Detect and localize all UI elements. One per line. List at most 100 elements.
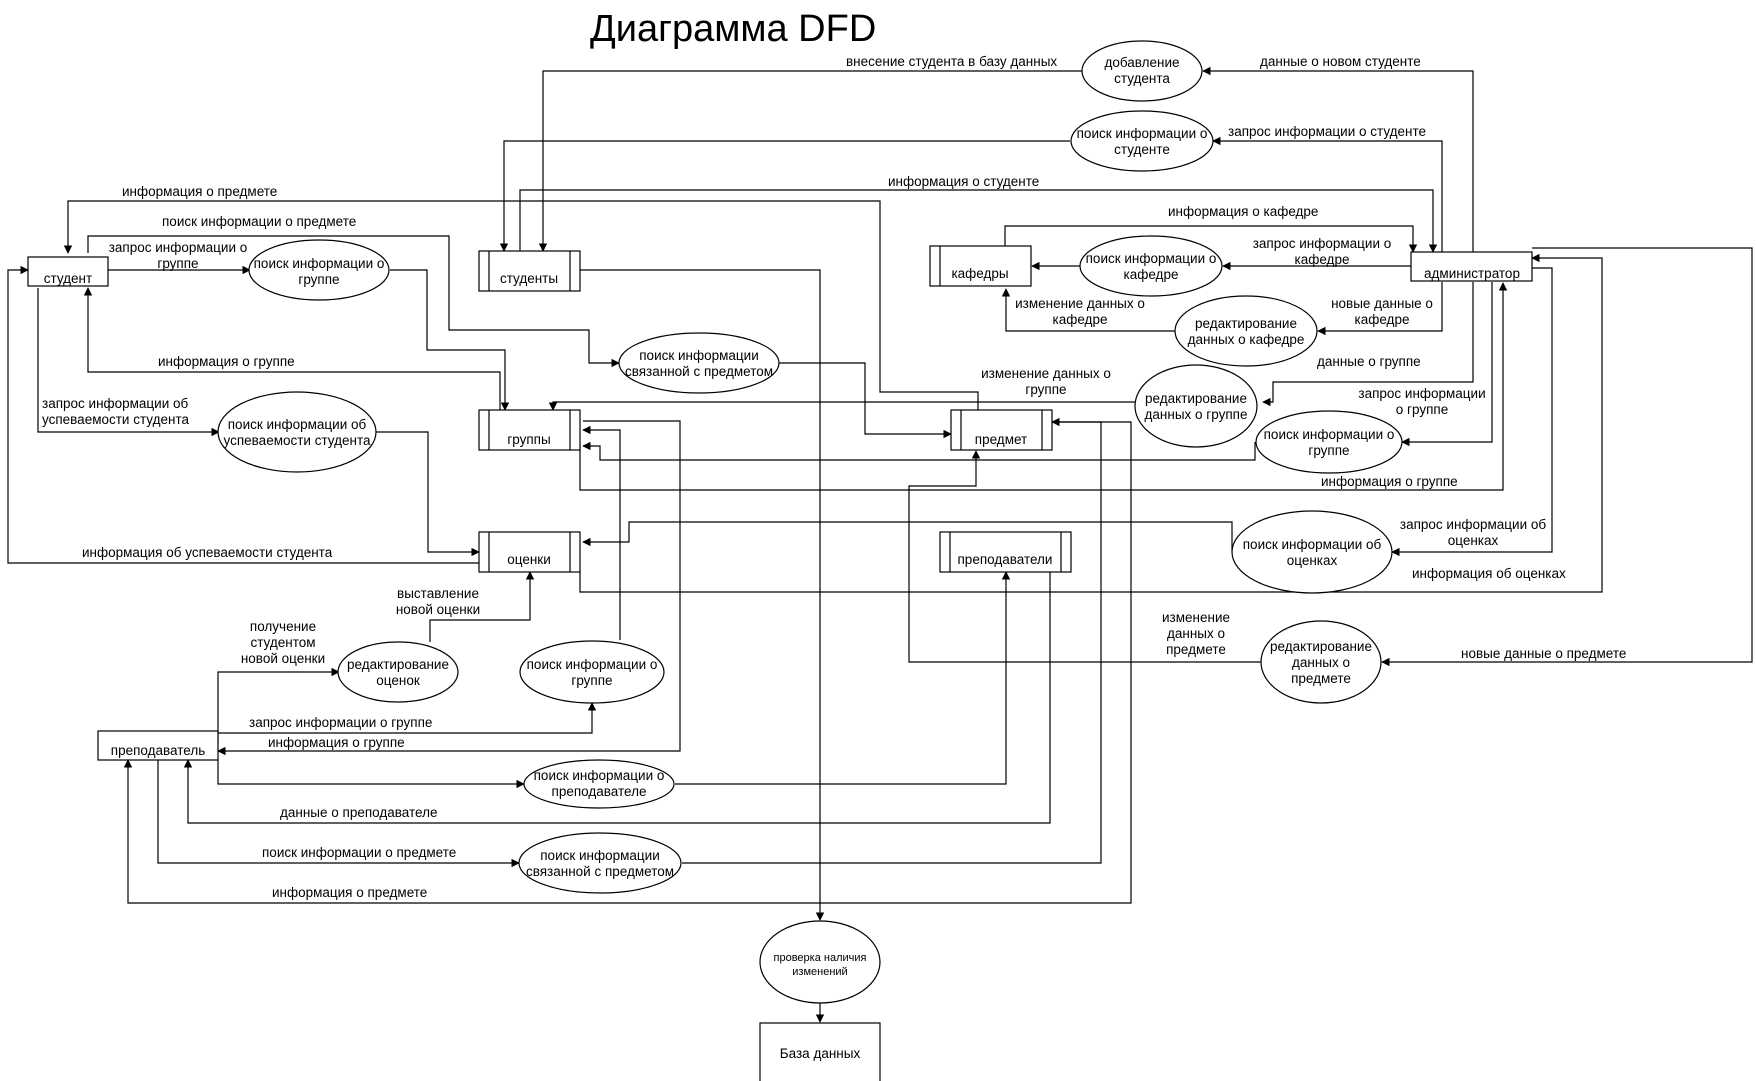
process-teacher-find-subject[interactable]: поиск информации связанной с предметом: [518, 832, 682, 894]
process-edit-department[interactable]: редактирование данных о кафедре: [1174, 295, 1318, 367]
process-edit-grades-line1: редактирование: [347, 657, 449, 672]
edge-admin-req-group: [1401, 282, 1493, 447]
flow-label-change-dept-1: изменение данных о: [1015, 296, 1145, 311]
edge-teacher-subject-info: [123, 421, 1132, 904]
process-student-find-group[interactable]: поиск информации о группе: [248, 239, 390, 301]
edge-find-subj2-to-subject: [682, 417, 1102, 864]
process-edit-grades[interactable]: редактирование оценок: [337, 641, 459, 703]
flow-label-change-group-1: изменение данных о: [981, 366, 1111, 381]
store-students-label: студенты: [500, 271, 558, 286]
process-add-student-line1: добавление: [1104, 55, 1179, 70]
entity-student[interactable]: [27, 256, 109, 287]
edge-change-dept-data: [1001, 288, 1176, 332]
process-edit-department-line2: данных о кафедре: [1188, 332, 1305, 347]
flow-label-student-got-grade-1: получение: [250, 619, 316, 634]
flow-label-teacher-data: данные о преподавателе: [280, 805, 437, 820]
process-student-find-group-line2: группе: [298, 272, 339, 287]
process-find-department-line1: поиск информации о: [1086, 251, 1217, 266]
edge-grades-info: [579, 253, 1603, 593]
flow-label-grades-info: информация об оценках: [1412, 566, 1566, 581]
edge-student-search-subject: [87, 235, 620, 368]
edge-new-dept-data: [1317, 282, 1443, 336]
database[interactable]: [759, 1022, 881, 1081]
store-teachers-label: преподаватели: [958, 552, 1053, 567]
process-edit-subject-line1: редактирование: [1270, 639, 1372, 654]
edge-department-info: [1004, 225, 1418, 253]
flow-label-progress-info: информация об успеваемости студента: [82, 545, 333, 560]
process-teacher-find-group-line2: группе: [571, 673, 612, 688]
edge-find-teacher-to-teachers: [675, 571, 1011, 785]
process-find-department-line2: кафедре: [1124, 267, 1179, 282]
process-admin-find-grades[interactable]: поиск информации об оценках: [1231, 510, 1393, 594]
process-edit-subject-line2: данных о: [1292, 655, 1350, 670]
flow-label-new-student-data: данные о новом студенте: [1260, 54, 1421, 69]
edge-student-got-grade: [217, 667, 340, 743]
edge-admin-find-group-to-groups: [582, 441, 1256, 461]
flow-label-department-info: информация о кафедре: [1168, 204, 1318, 219]
edge-teacher-req-group: [218, 702, 597, 734]
process-student-find-subject[interactable]: поиск информации связанной с предметом: [618, 332, 780, 394]
process-student-find-progress[interactable]: поиск информации об успеваемости студент…: [217, 391, 377, 473]
processes: добавление студента поиск информации о с…: [217, 40, 1403, 1004]
process-check-changes[interactable]: проверка наличия изменений: [759, 920, 881, 1004]
flow-label-student-req-group-2: группе: [157, 256, 198, 271]
flow-label-student-got-grade-2: студентом: [250, 635, 315, 650]
process-edit-group[interactable]: редактирование данных о группе: [1134, 364, 1258, 448]
store-subject[interactable]: предмет: [950, 409, 1053, 451]
flow-label-change-subject-3: предмете: [1166, 642, 1226, 657]
process-admin-find-group-line1: поиск информации о: [1264, 427, 1395, 442]
edge-find-progress-to-grades: [376, 431, 480, 557]
store-departments[interactable]: кафедры: [929, 245, 1032, 287]
process-teacher-find-group[interactable]: поиск информации о группе: [519, 640, 665, 704]
process-student-find-progress-line2: успеваемости студента: [224, 433, 371, 448]
flow-label-req-department-1: запрос информации о: [1253, 236, 1392, 251]
edge-to-check: [580, 269, 825, 921]
process-edit-group-line1: редактирование: [1145, 391, 1247, 406]
store-groups[interactable]: группы: [478, 409, 581, 451]
entity-teacher[interactable]: [97, 730, 219, 761]
flow-label-change-subject-2: данных о: [1167, 626, 1225, 641]
process-teacher-find-subject-line2: связанной с предметом: [526, 864, 674, 879]
store-subject-label: предмет: [975, 432, 1027, 447]
flow-label-student-req-progress-1: запрос информации об: [42, 396, 189, 411]
process-student-find-subject-line1: поиск информации: [639, 348, 759, 363]
process-find-student[interactable]: поиск информации о студенте: [1070, 110, 1214, 172]
edge-find-student-to-students: [499, 140, 1070, 252]
process-find-department[interactable]: поиск информации о кафедре: [1079, 235, 1223, 297]
edge-teacher-group-info: [217, 420, 681, 756]
edge-progress-info: [7, 265, 479, 564]
edge-new-grade: [429, 571, 535, 642]
flow-label-change-dept-2: кафедре: [1053, 312, 1108, 327]
process-teacher-find-subject-line1: поиск информации: [540, 848, 660, 863]
edge-change-group-data: [548, 401, 1140, 411]
data-stores: студенты группы оценки кафедры предмет: [478, 245, 1072, 573]
edge-req-student-info: [1212, 136, 1443, 252]
process-teacher-find-teacher[interactable]: поиск информации о преподавателе: [523, 759, 675, 809]
edge-new-subject-data: [1381, 247, 1753, 667]
flow-label-admin-req-group-1: запрос информации: [1358, 386, 1485, 401]
store-teachers[interactable]: преподаватели: [939, 531, 1072, 573]
flow-label-teacher-req-group: запрос информации о группе: [249, 715, 432, 730]
flow-label-student-group-info: информация о группе: [158, 354, 295, 369]
flow-label-new-subject-data: новые данные о предмете: [1461, 646, 1626, 661]
flow-label-student-req-progress-2: успеваемости студента: [42, 412, 189, 427]
process-edit-subject[interactable]: редактирование данных о предмете: [1260, 620, 1382, 704]
edge-student-info-admin: [519, 189, 1438, 253]
edge-teacher-find-group-to-groups: [582, 425, 621, 640]
store-students[interactable]: студенты: [478, 250, 581, 292]
flow-label-group-data: данные о группе: [1317, 354, 1421, 369]
flow-label-change-group-2: группе: [1025, 382, 1066, 397]
flow-label-student-search-subject: поиск информации о предмете: [162, 214, 356, 229]
process-admin-find-grades-line2: оценках: [1287, 553, 1338, 568]
process-find-student-line2: студенте: [1114, 142, 1170, 157]
flow-label-req-student-info: запрос информации о студенте: [1228, 124, 1426, 139]
edge-find-subject-to-subject: [779, 362, 952, 439]
flow-label-student-req-group-1: запрос информации о: [109, 240, 248, 255]
process-edit-subject-line3: предмете: [1291, 671, 1351, 686]
store-grades[interactable]: оценки: [478, 531, 581, 573]
entity-admin[interactable]: [1410, 251, 1533, 282]
process-add-student[interactable]: добавление студента: [1081, 40, 1203, 102]
edge-add-to-db: [538, 70, 1082, 252]
process-admin-find-group[interactable]: поиск информации о группе: [1255, 410, 1403, 474]
